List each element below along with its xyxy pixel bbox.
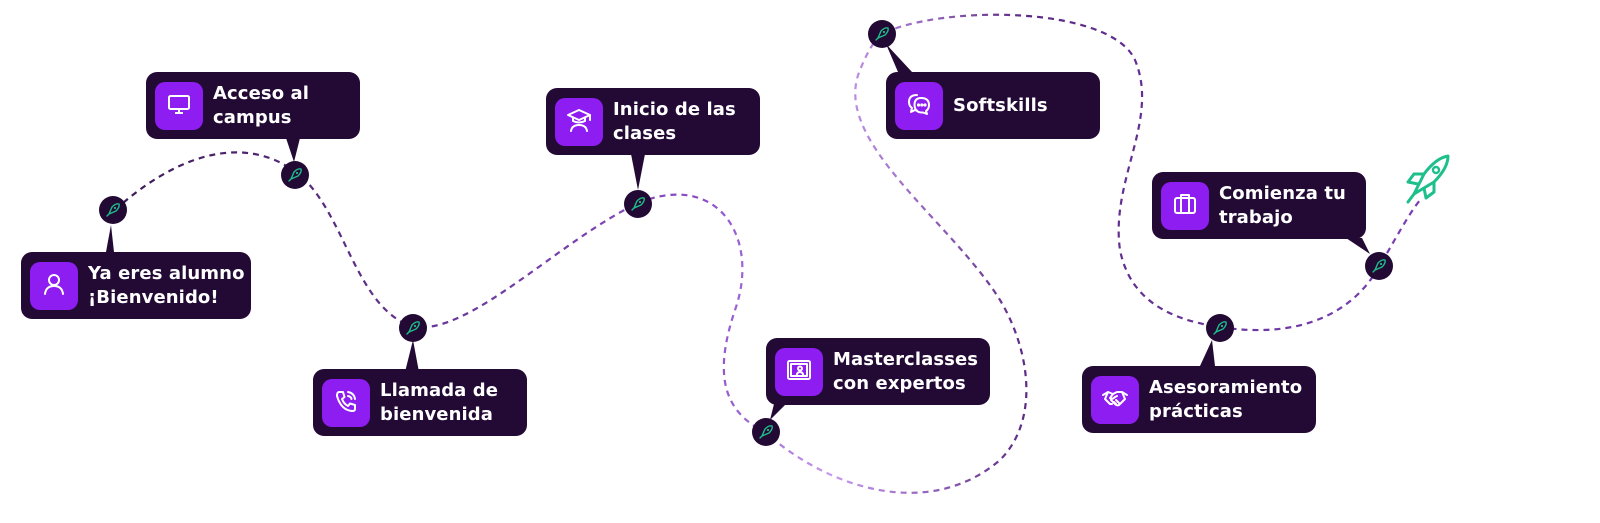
phone-icon bbox=[331, 386, 361, 420]
icon-box bbox=[155, 81, 203, 130]
step-label: Asesoramiento prácticas bbox=[1149, 376, 1302, 424]
step-label-line: ¡Bienvenido! bbox=[88, 286, 219, 308]
step-label: Ya eres alumno ¡Bienvenido! bbox=[88, 262, 245, 310]
milestone-markers bbox=[99, 20, 1393, 446]
step-label-line: campus bbox=[213, 106, 292, 128]
step-card-softskills: Softskills bbox=[886, 72, 1100, 139]
step-label-line: bienvenida bbox=[380, 403, 494, 425]
icon-box bbox=[30, 261, 78, 310]
milestone-marker bbox=[281, 161, 309, 189]
dashed-journey-line bbox=[114, 13, 1421, 494]
step-label: Comienza tu trabajo bbox=[1219, 182, 1346, 230]
step-label-line: Comienza tu bbox=[1219, 182, 1346, 204]
step-card-trabajo: Comienza tu trabajo bbox=[1152, 172, 1366, 239]
graduate-icon bbox=[564, 105, 594, 139]
icon-box bbox=[322, 378, 370, 427]
step-label: Masterclasses con expertos bbox=[833, 348, 978, 396]
handshake-icon bbox=[1100, 383, 1130, 417]
step-label-line: con expertos bbox=[833, 372, 966, 394]
icon-box bbox=[555, 97, 603, 146]
step-label-line: Llamada de bbox=[380, 379, 499, 401]
icon-box bbox=[1091, 375, 1139, 424]
step-label-line: clases bbox=[613, 122, 677, 144]
briefcase-icon bbox=[1170, 189, 1200, 223]
milestone-marker bbox=[624, 190, 652, 218]
icon-box bbox=[775, 347, 823, 396]
step-label-line: trabajo bbox=[1219, 206, 1293, 228]
milestone-marker bbox=[399, 314, 427, 342]
step-card-asesoramiento: Asesoramiento prácticas bbox=[1082, 366, 1316, 433]
step-label: Softskills bbox=[953, 94, 1048, 118]
step-card-campus: Acceso al campus bbox=[146, 72, 360, 139]
icon-box bbox=[1161, 181, 1209, 230]
milestone-marker bbox=[1206, 314, 1234, 342]
step-card-clases: Inicio de las clases bbox=[546, 88, 760, 155]
user-icon bbox=[39, 269, 69, 303]
monitor-icon bbox=[164, 89, 194, 123]
step-card-masterclasses: Masterclasses con expertos bbox=[766, 338, 990, 405]
step-label-line: Ya eres alumno bbox=[88, 262, 245, 284]
chat-bubbles-icon bbox=[904, 89, 934, 123]
step-label-line: Acceso al bbox=[213, 82, 310, 104]
icon-box bbox=[895, 81, 943, 130]
card-pointers bbox=[106, 44, 1370, 420]
step-label-line: Masterclasses bbox=[833, 348, 979, 370]
step-label: Llamada de bienvenida bbox=[380, 379, 498, 427]
milestone-marker bbox=[1365, 252, 1393, 280]
step-card-llamada: Llamada de bienvenida bbox=[313, 369, 527, 436]
step-label-line: Softskills bbox=[953, 94, 1048, 116]
presentation-icon bbox=[784, 355, 814, 389]
step-label-line: Asesoramiento bbox=[1149, 376, 1303, 398]
step-label-line: Inicio de las bbox=[613, 98, 736, 120]
rocket-icon bbox=[1406, 154, 1450, 204]
milestone-marker bbox=[868, 20, 896, 48]
step-label: Acceso al campus bbox=[213, 82, 309, 130]
step-card-alumno: Ya eres alumno ¡Bienvenido! bbox=[21, 252, 251, 319]
step-label-line: prácticas bbox=[1149, 400, 1243, 422]
milestone-marker bbox=[752, 418, 780, 446]
step-label: Inicio de las clases bbox=[613, 98, 736, 146]
milestone-marker bbox=[99, 196, 127, 224]
